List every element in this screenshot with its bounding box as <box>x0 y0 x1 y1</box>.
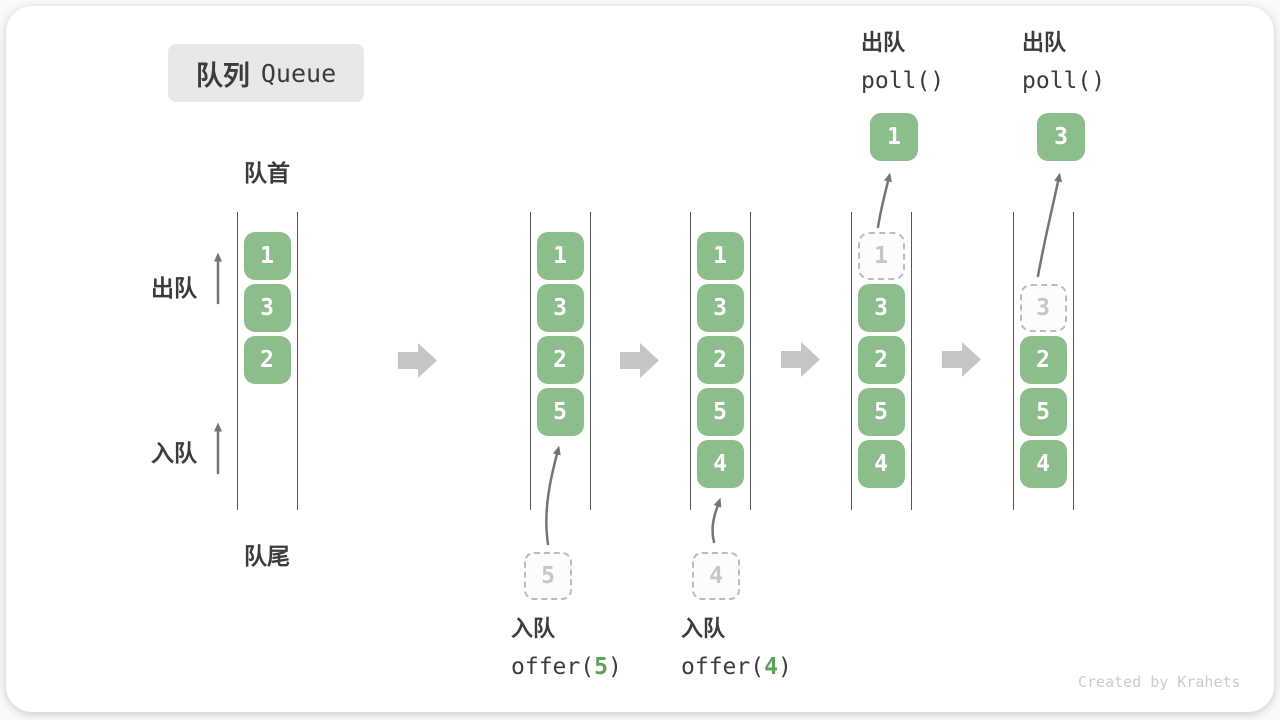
code-fn: offer( <box>681 654 765 680</box>
enqueue-caption-action: 入队 <box>511 616 556 641</box>
poll-3-header: 出队 poll() <box>1022 30 1105 94</box>
queue-item: 1 <box>243 232 291 280</box>
queue-head-label: 队首 <box>244 160 290 186</box>
diagram-card <box>6 6 1274 712</box>
enqueue-caption-code: offer(5) <box>511 654 622 680</box>
code-arg: 5 <box>594 654 608 680</box>
code-close: ) <box>607 654 622 680</box>
queue-column-5: 3 2 5 4 <box>1013 212 1074 510</box>
queue-item: 3 <box>696 284 744 332</box>
queue-item: 2 <box>1019 336 1067 384</box>
enqueue-caption-action: 入队 <box>681 616 726 641</box>
polled-item-3: 3 <box>1037 113 1085 161</box>
pending-item-4: 4 <box>692 552 740 600</box>
queue-item: 4 <box>857 440 905 488</box>
queue-item: 4 <box>696 440 744 488</box>
queue-item: 3 <box>243 284 291 332</box>
pending-item-5: 5 <box>524 552 572 600</box>
dequeue-header-code: poll() <box>1022 68 1106 94</box>
dequeue-header-code: poll() <box>861 68 945 94</box>
code-arg: 4 <box>764 654 778 680</box>
queue-column-2: 1 3 2 5 <box>530 212 591 510</box>
title-en: Queue <box>260 58 337 88</box>
title-zh: 队列 <box>195 60 250 91</box>
queue-item: 1 <box>536 232 584 280</box>
enqueue-5-caption: 入队 offer(5) <box>511 616 622 680</box>
queue-item: 2 <box>857 336 905 384</box>
queue-item: 5 <box>1019 388 1067 436</box>
queue-item: 3 <box>536 284 584 332</box>
queue-column-4: 1 3 2 5 4 <box>851 212 912 510</box>
title-badge: 队列 Queue <box>168 44 364 102</box>
queue-item: 5 <box>857 388 905 436</box>
removed-item-slot: 3 <box>1019 284 1067 332</box>
queue-item: 2 <box>536 336 584 384</box>
queue-item: 5 <box>696 388 744 436</box>
polled-item-1: 1 <box>870 113 918 161</box>
code-fn: offer( <box>511 654 595 680</box>
enqueue-4-caption: 入队 offer(4) <box>681 616 792 680</box>
removed-item-slot: 1 <box>857 232 905 280</box>
dequeue-header-action: 出队 <box>1022 30 1067 55</box>
queue-item: 2 <box>243 336 291 384</box>
queue-item: 3 <box>857 284 905 332</box>
enqueue-caption-code: offer(4) <box>681 654 792 680</box>
queue-column-3: 1 3 2 5 4 <box>690 212 751 510</box>
watermark: Created by Krahets <box>1078 673 1241 691</box>
queue-tail-label: 队尾 <box>244 543 290 569</box>
enqueue-side-label: 入队 <box>151 440 197 466</box>
poll-1-header: 出队 poll() <box>861 30 944 94</box>
dequeue-header-action: 出队 <box>861 30 906 55</box>
queue-item: 5 <box>536 388 584 436</box>
queue-column-1: 1 3 2 <box>237 212 298 510</box>
queue-item: 2 <box>696 336 744 384</box>
code-close: ) <box>777 654 792 680</box>
queue-item: 1 <box>696 232 744 280</box>
dequeue-side-label: 出队 <box>151 275 197 301</box>
queue-item: 4 <box>1019 440 1067 488</box>
